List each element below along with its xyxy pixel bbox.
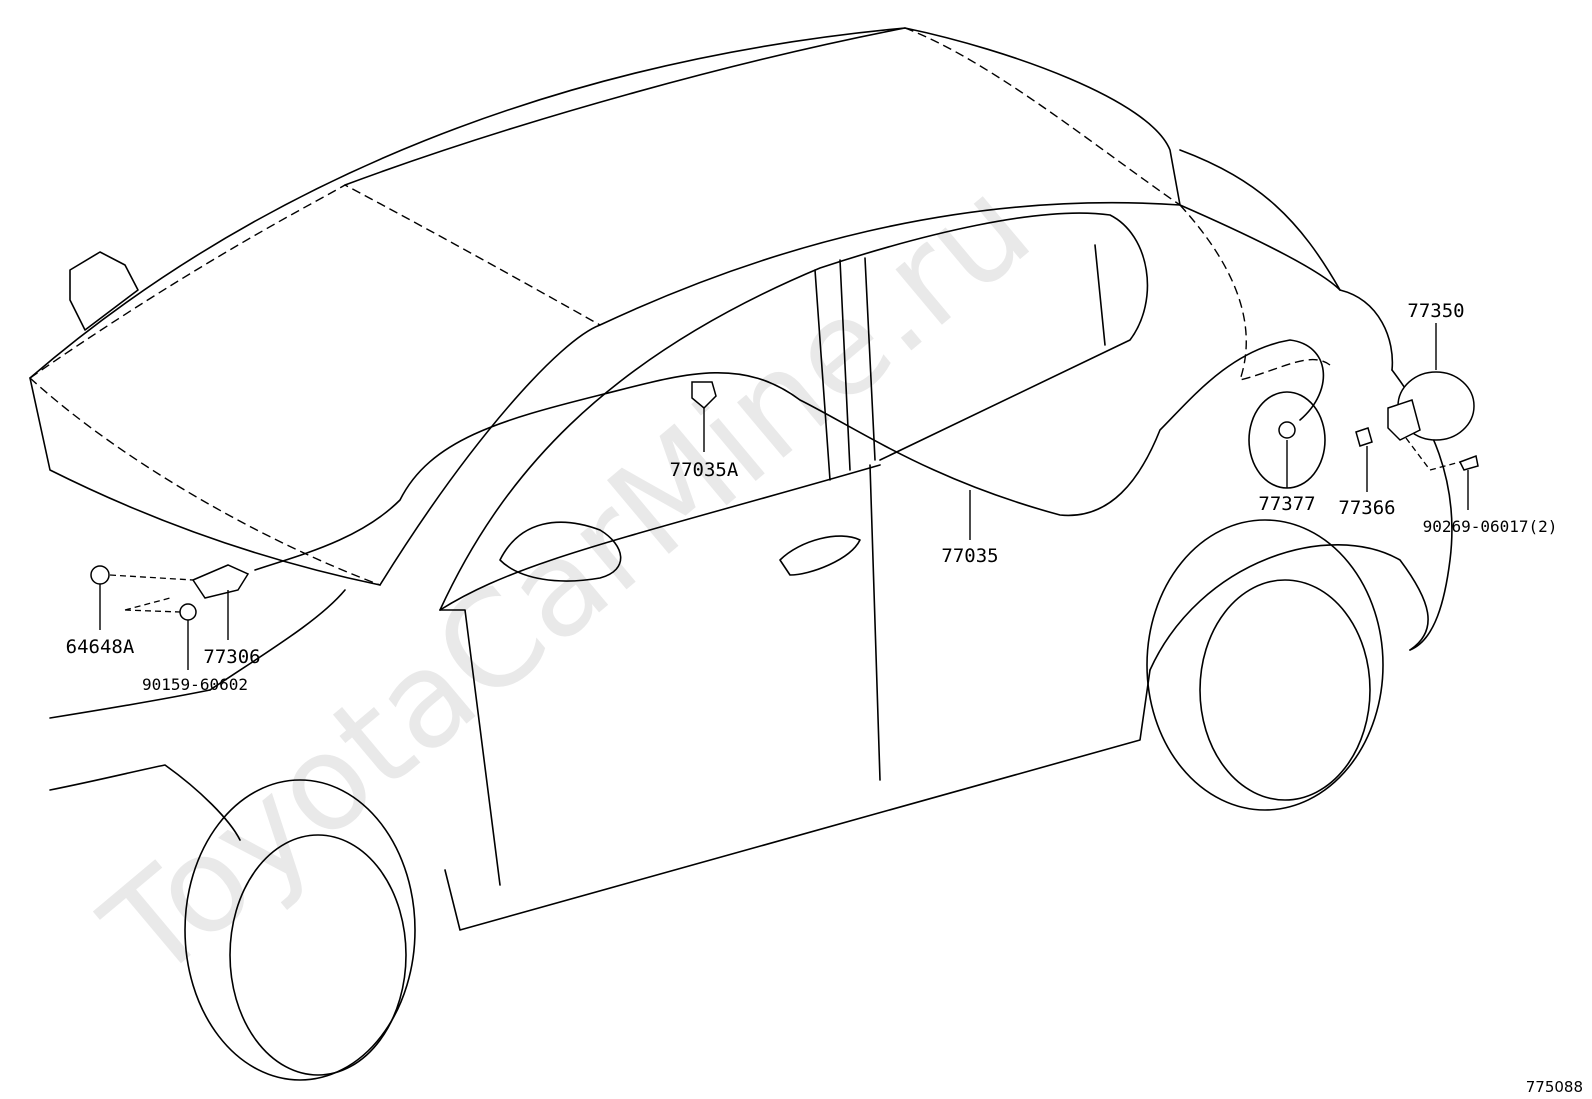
fuel-lid-77350: [1387, 371, 1475, 441]
callout-90269: 90269-06017(2): [1423, 517, 1558, 536]
callout-77035A: 77035A: [670, 459, 739, 481]
screw-90269: [1458, 454, 1479, 471]
callout-64648A: 64648A: [66, 636, 135, 658]
callout-90159: 90159-60602: [142, 675, 248, 694]
callout-77306: 77306: [203, 646, 260, 668]
car-body-outline: [29, 27, 1453, 1081]
callout-77350: 77350: [1407, 300, 1464, 322]
bolt-90159: [179, 603, 197, 621]
clip-64648A: [90, 565, 110, 585]
callout-77366: 77366: [1338, 497, 1395, 519]
spring-77366: [1355, 427, 1373, 447]
callout-77035: 77035: [941, 545, 998, 567]
callout-77377: 77377: [1258, 493, 1315, 515]
leader-lines: [99, 323, 1469, 670]
cable-clamp-77035A: [691, 381, 717, 410]
figure-number: 775088: [1526, 1078, 1583, 1096]
opener-lever-77306: [191, 564, 250, 599]
bumper-77377: [1278, 421, 1296, 439]
fuel-lid-release-cable: [254, 339, 1325, 571]
